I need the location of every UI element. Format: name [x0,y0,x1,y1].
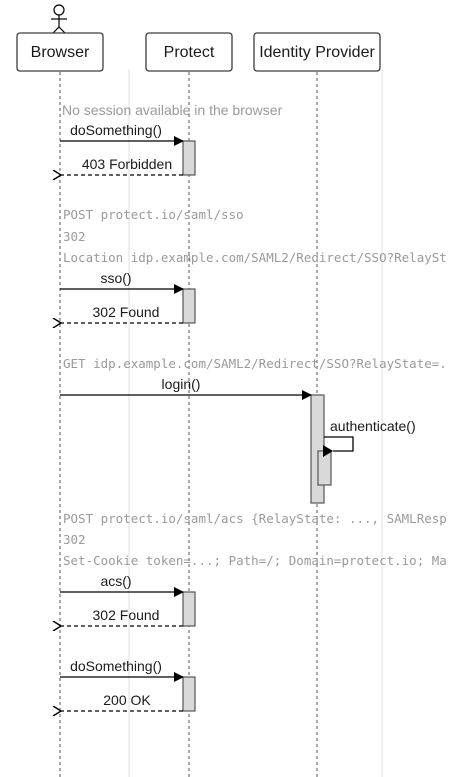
activation-bar [182,591,196,627]
note-line: 302 [63,532,86,547]
participant-browser: Browser [16,32,104,72]
message-label: authenticate() [330,418,416,434]
activation-bar [182,676,196,712]
note-line: Set-Cookie token=...; Path=/; Domain=pro… [63,553,447,568]
message-label: login() [162,376,201,392]
note-line: Location idp.example.com/SAML2/Redirect/… [63,250,447,265]
message-label: doSomething() [70,122,162,138]
message-302-found: 302 Found [61,304,183,323]
participant-protect: Protect [145,32,233,72]
message-dosomething: doSomething() [60,122,184,146]
message-label: acs() [100,573,131,589]
message-403-forbidden: 403 Forbidden [61,156,183,175]
message-dosomething: doSomething() [60,658,184,682]
note-no-session: No session available in the browser [62,102,283,118]
activation-bar [182,140,196,176]
message-200-ok: 200 OK [61,692,183,711]
message-acs: acs() [60,573,184,597]
message-label: 403 Forbidden [82,156,172,172]
participant-label: Browser [31,44,90,61]
message-label: 302 Found [93,304,160,320]
message-login: login() [60,376,312,400]
note-line: POST protect.io/saml/sso [63,207,244,222]
activation-bar [182,288,196,324]
note-line: POST protect.io/saml/acs {RelayState: ..… [63,511,447,526]
message-label: doSomething() [70,658,162,674]
activation-bar [310,394,325,504]
message-sso: sso() [60,270,184,294]
message-label: sso() [100,270,131,286]
participant-label: Protect [164,44,215,61]
message-302-found: 302 Found [61,607,183,626]
actor-icon [51,4,67,35]
activation-bar [317,450,332,486]
note-line: 302 [63,229,86,244]
message-label: 200 OK [103,692,151,708]
message-authenticate: authenticate() [323,418,416,457]
participant-idp: Identity Provider [253,32,381,72]
note-line: GET idp.example.com/SAML2/Redirect/SSO?R… [63,356,447,371]
message-label: 302 Found [93,607,160,623]
participant-label: Identity Provider [259,44,375,61]
